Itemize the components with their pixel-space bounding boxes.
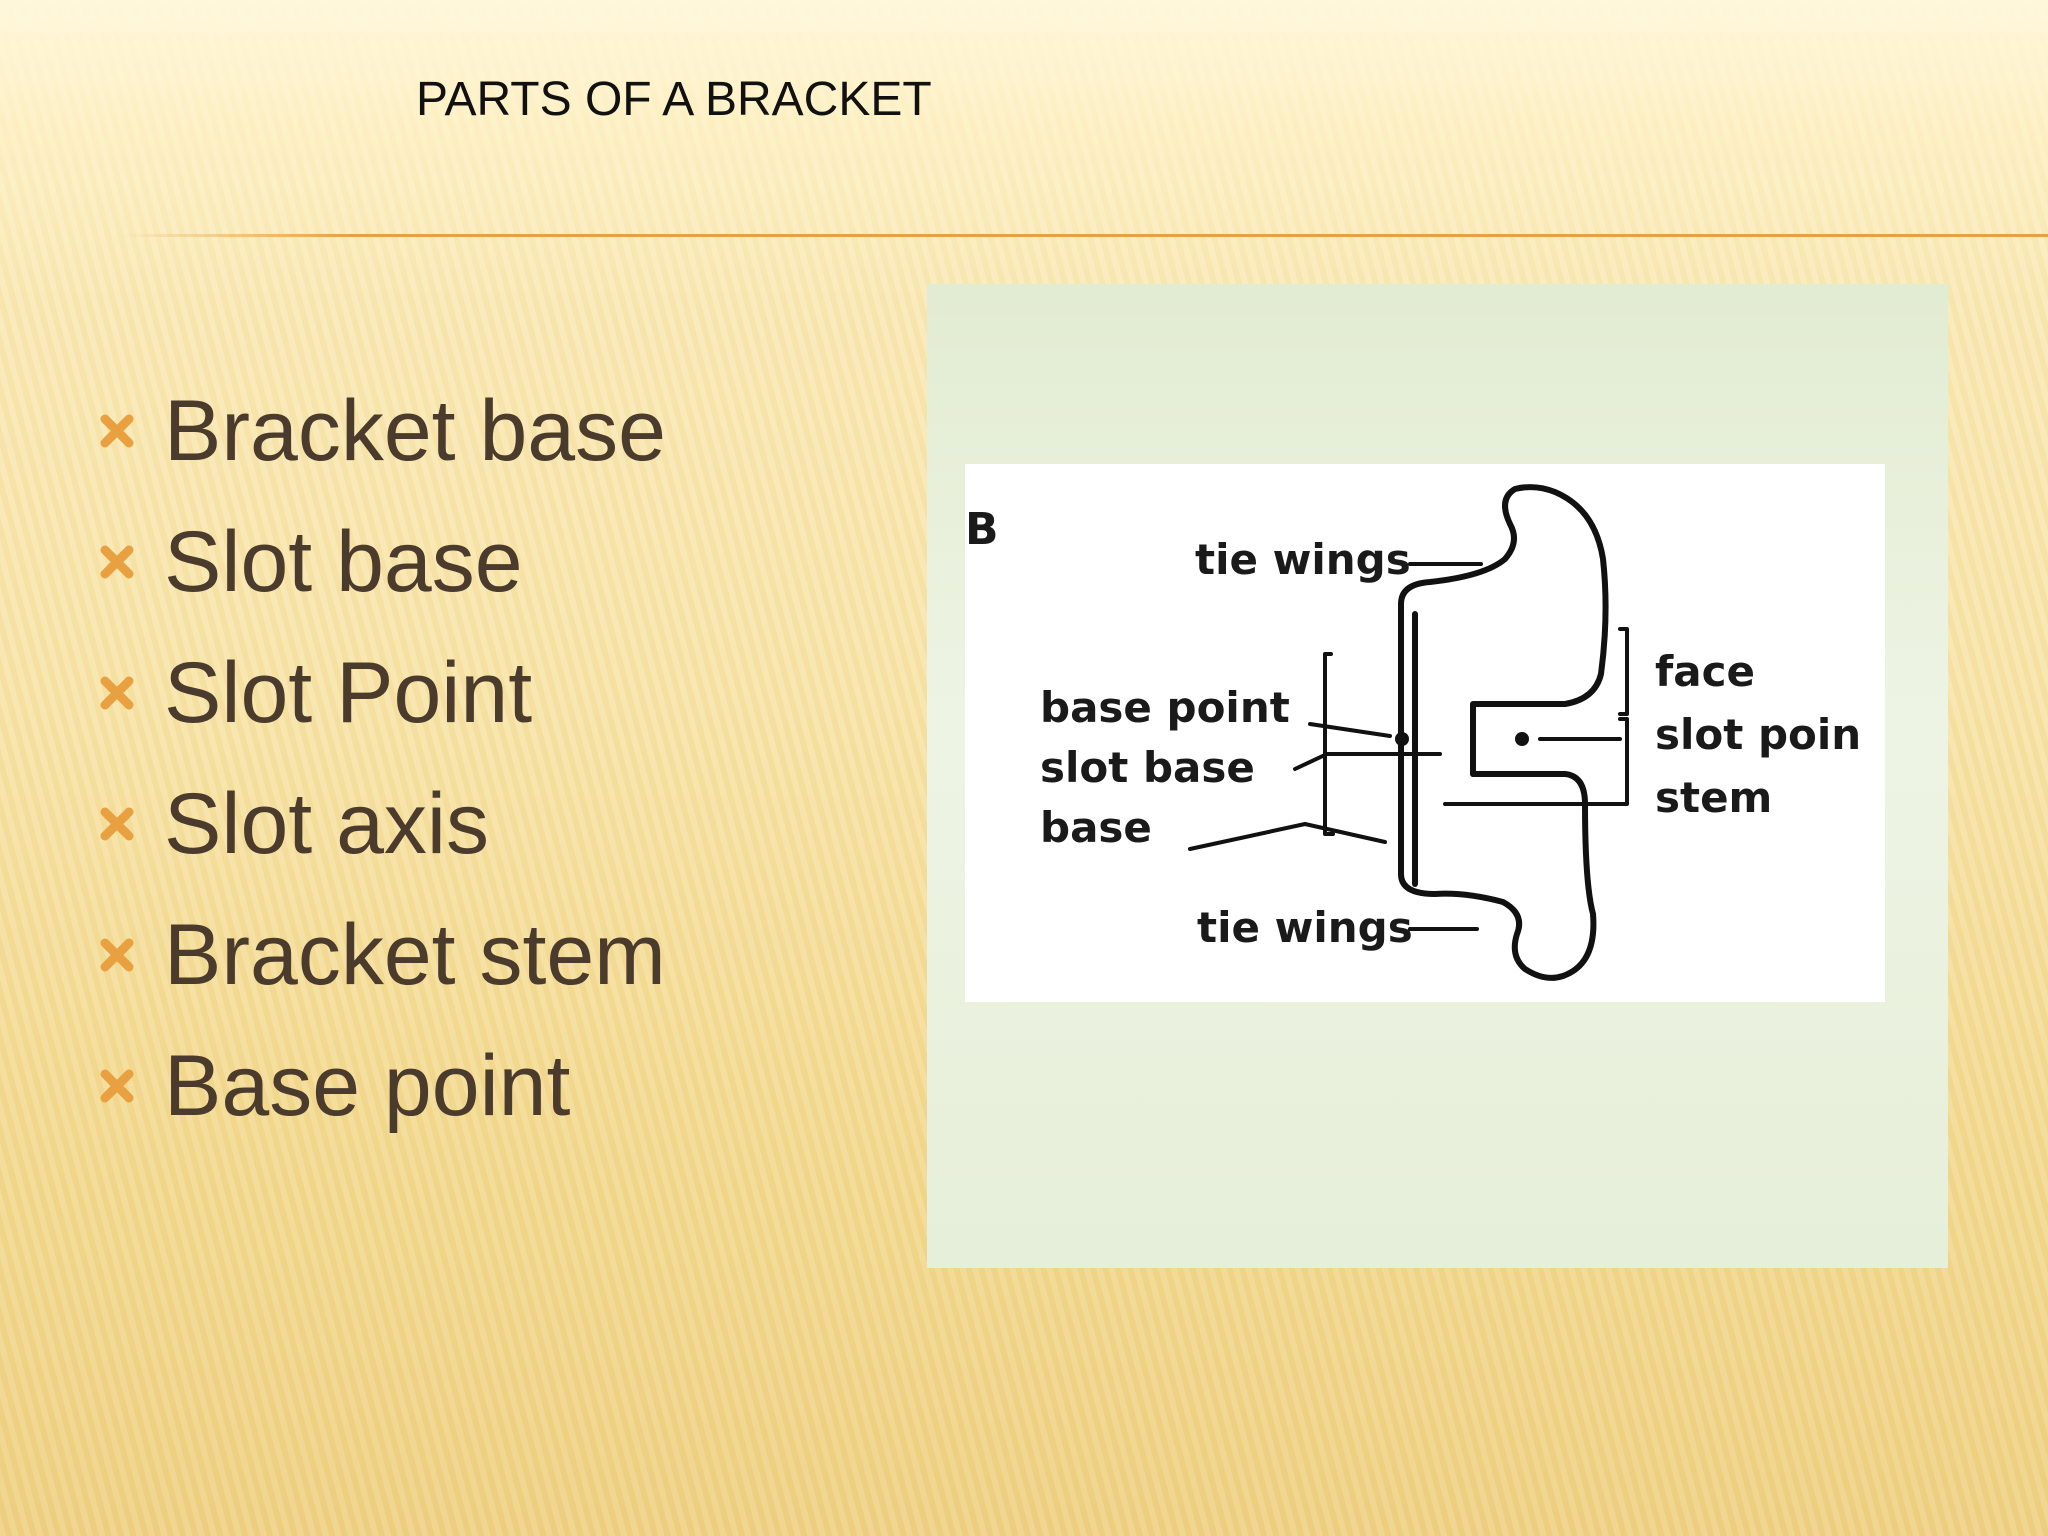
leader-slot-base	[1293, 752, 1442, 771]
leader-lines	[1188, 562, 1622, 931]
list-item: Slot Point	[94, 627, 666, 758]
bullet-text: Bracket base	[164, 382, 666, 479]
bracket-outline	[1323, 484, 1629, 981]
label-tie-wings-bottom: tie wings	[1197, 903, 1413, 952]
label-face: face	[1655, 647, 1755, 696]
leader-base-arrow	[1303, 822, 1387, 844]
label-base: base	[1040, 803, 1152, 852]
face-guide	[1618, 627, 1629, 716]
x-mark-icon	[94, 801, 140, 847]
list-item: Base point	[94, 1020, 666, 1151]
slide-title: PARTS OF A BRACKET	[416, 73, 932, 126]
slot-point-marker	[1515, 732, 1529, 746]
x-mark-icon	[94, 1063, 140, 1109]
figure-panel: B	[927, 284, 1948, 1268]
list-item: Bracket base	[94, 365, 666, 496]
base-guide	[1323, 652, 1335, 836]
bracket-diagram: B	[965, 464, 1885, 1002]
list-item: Slot base	[94, 496, 666, 627]
list-item: Slot axis	[94, 758, 666, 889]
x-mark-icon	[94, 539, 140, 585]
bullet-text: Slot Point	[164, 644, 533, 741]
lower-tie-wing	[1398, 611, 1597, 981]
x-mark-icon	[94, 932, 140, 978]
label-tie-wings-top: tie wings	[1195, 535, 1411, 584]
label-slot-base: slot base	[1040, 743, 1255, 792]
bullet-list: Bracket base Slot base Slot Point Slot a…	[94, 365, 666, 1151]
stem-guide	[1618, 717, 1629, 806]
leader-base	[1188, 822, 1307, 851]
bullet-text: Base point	[164, 1037, 571, 1134]
bracket-diagram-svg: B	[965, 484, 1861, 981]
base-point-marker	[1395, 732, 1409, 746]
x-mark-icon	[94, 670, 140, 716]
label-stem: stem	[1655, 773, 1772, 822]
title-divider	[120, 234, 2048, 237]
bullet-text: Slot base	[164, 513, 523, 610]
leader-base-point	[1308, 722, 1392, 738]
bullet-text: Bracket stem	[164, 906, 666, 1003]
panel-label: B	[965, 504, 999, 555]
label-slot-point: slot poin	[1655, 710, 1861, 759]
label-base-point: base point	[1040, 683, 1290, 732]
x-mark-icon	[94, 408, 140, 454]
bullet-text: Slot axis	[164, 775, 490, 872]
upper-tie-wing	[1398, 484, 1609, 777]
list-item: Bracket stem	[94, 889, 666, 1020]
